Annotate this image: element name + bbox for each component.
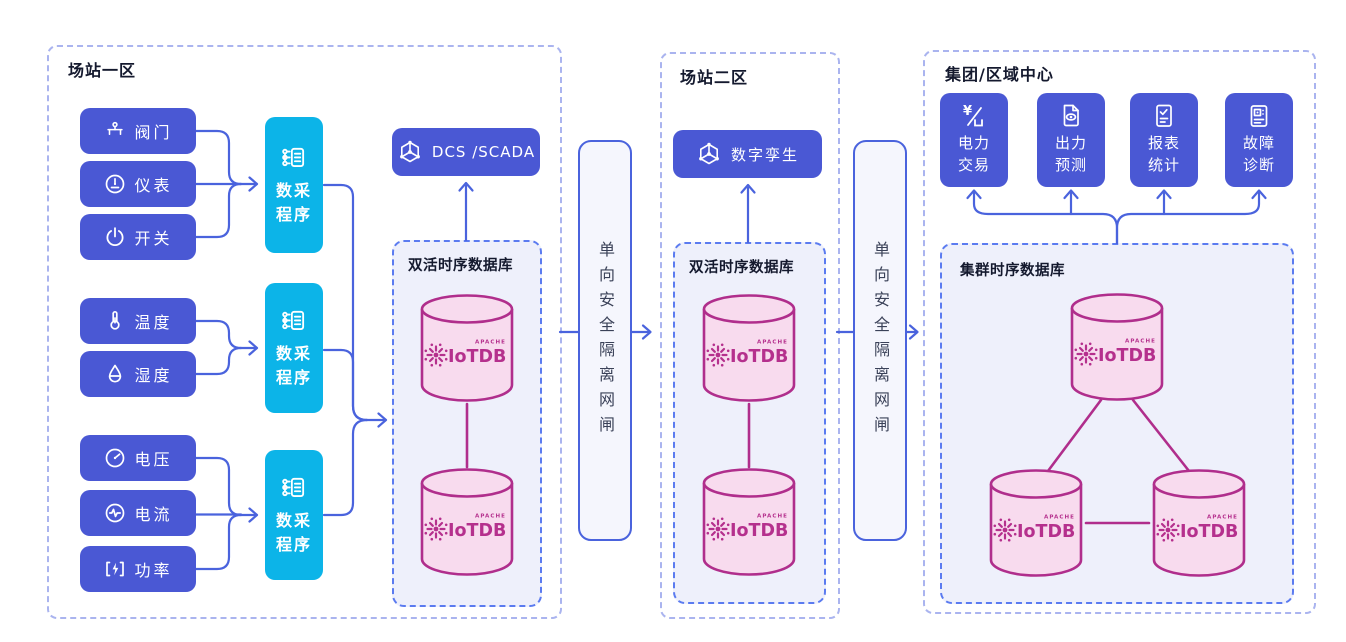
svg-text:APACHE: APACHE [757, 340, 788, 346]
app-power-trading: ¥ 电力交易 [940, 93, 1008, 187]
thermometer-icon [103, 309, 127, 333]
digital-twin-label: 数字孪生 [730, 145, 799, 164]
collector-label: 数采程序 [276, 510, 313, 554]
voltage-gauge-icon [103, 446, 127, 470]
fault-diagnosis-icon [1245, 102, 1273, 130]
svg-text:APACHE: APACHE [475, 340, 506, 346]
gateway-label: 单向安全隔离网闸 [871, 240, 890, 441]
iotdb-node: IoTDB APACHE [1151, 467, 1247, 583]
svg-text:IoTDB: IoTDB [448, 521, 506, 541]
iotdb-node: IoTDB APACHE [988, 467, 1084, 583]
sensor-voltage: 电压 [80, 435, 196, 481]
iotdb-logo: IoTDB APACHE [706, 514, 788, 541]
meter-gauge-icon [103, 172, 127, 196]
svg-text:APACHE: APACHE [757, 514, 788, 520]
app-report-statistics: 报表统计 [1130, 93, 1198, 187]
sensor-humidity: 湿度 [80, 351, 196, 397]
iotdb-node: IoTDB APACHE [419, 466, 515, 582]
currency-exchange-icon: ¥ [960, 102, 988, 130]
power-bolt-icon [103, 557, 127, 581]
current-wave-icon [103, 501, 127, 525]
database-cylinder: IoTDB APACHE [702, 294, 796, 402]
dcs-scada-label: DCS /SCADA [431, 143, 536, 161]
svg-text:IoTDB: IoTDB [448, 347, 506, 367]
iotdb-logo: IoTDB APACHE [706, 340, 788, 367]
collector-2: 数采程序 [265, 283, 323, 413]
iotdb-logo: IoTDB APACHE [424, 340, 506, 367]
svg-text:¥: ¥ [963, 104, 972, 119]
sensor-power: 功率 [80, 546, 196, 592]
database-cylinder: IoTDB APACHE [1152, 469, 1246, 577]
svg-text:APACHE: APACHE [475, 514, 506, 520]
collector-label: 数采程序 [276, 180, 313, 224]
zone1-title: 场站一区 [68, 61, 137, 80]
iotdb-node: IoTDB APACHE [419, 292, 515, 408]
database-cylinder: IoTDB APACHE [1070, 293, 1164, 401]
app-label: 报表统计 [1148, 134, 1181, 174]
iotdb-logo: IoTDB APACHE [1156, 515, 1238, 542]
sensor-label: 开关 [134, 229, 173, 248]
app-fault-diagnosis: 故障诊断 [1225, 93, 1293, 187]
valve-icon [103, 120, 127, 142]
report-checklist-icon [1150, 102, 1178, 130]
svg-text:IoTDB: IoTDB [730, 521, 788, 541]
iotdb-logo: IoTDB APACHE [1074, 339, 1156, 366]
data-collect-icon [280, 144, 308, 172]
sensor-label: 电流 [134, 505, 173, 524]
humidity-drop-icon [103, 362, 127, 386]
data-collect-icon [280, 307, 308, 335]
gateway-label: 单向安全隔离网闸 [596, 240, 615, 441]
iotdb-logo: IoTDB APACHE [424, 514, 506, 541]
security-gateway-2: 单向安全隔离网闸 [853, 140, 907, 541]
zone2-db-title: 双活时序数据库 [689, 260, 794, 276]
svg-text:IoTDB: IoTDB [730, 347, 788, 367]
power-switch-icon [103, 225, 127, 249]
svg-text:APACHE: APACHE [1207, 515, 1238, 521]
svg-text:APACHE: APACHE [1125, 339, 1156, 345]
dcs-scada-box: DCS /SCADA [392, 128, 540, 176]
app-label: 故障诊断 [1243, 134, 1276, 174]
iotdb-node: IoTDB APACHE [701, 292, 797, 408]
database-cylinder: IoTDB APACHE [702, 468, 796, 576]
svg-text:IoTDB: IoTDB [1098, 346, 1156, 366]
database-cylinder: IoTDB APACHE [989, 469, 1083, 577]
cluster-db-title: 集群时序数据库 [960, 263, 1065, 279]
iotdb-node: IoTDB APACHE [1069, 291, 1165, 407]
digital-twin-box: 数字孪生 [673, 130, 822, 178]
forecast-document-eye-icon [1057, 102, 1085, 130]
database-cylinder: IoTDB APACHE [420, 294, 514, 402]
sensor-label: 湿度 [134, 366, 173, 385]
network-hex-icon [696, 141, 722, 167]
app-label: 出力预测 [1055, 134, 1088, 174]
sensor-valve: 阀门 [80, 108, 196, 154]
security-gateway-1: 单向安全隔离网闸 [578, 140, 632, 541]
data-collect-icon [280, 474, 308, 502]
app-label: 电力交易 [958, 134, 991, 174]
zone1-db-title: 双活时序数据库 [408, 258, 513, 274]
sensor-meter: 仪表 [80, 161, 196, 207]
sensor-switch: 开关 [80, 214, 196, 260]
svg-text:IoTDB: IoTDB [1017, 522, 1075, 542]
sensor-label: 电压 [134, 450, 173, 469]
center-title: 集团/区域中心 [945, 65, 1054, 84]
sensor-current: 电流 [80, 490, 196, 536]
iotdb-node: IoTDB APACHE [701, 466, 797, 582]
collector-label: 数采程序 [276, 343, 313, 387]
zone2-title: 场站二区 [680, 68, 749, 87]
sensor-label: 温度 [134, 313, 173, 332]
svg-text:APACHE: APACHE [1044, 515, 1075, 521]
sensor-label: 功率 [134, 561, 173, 580]
app-output-forecast: 出力预测 [1037, 93, 1105, 187]
network-hex-icon [397, 139, 423, 165]
sensor-temperature: 温度 [80, 298, 196, 344]
collector-1: 数采程序 [265, 117, 323, 253]
collector-3: 数采程序 [265, 450, 323, 580]
iotdb-logo: IoTDB APACHE [993, 515, 1075, 542]
database-cylinder: IoTDB APACHE [420, 468, 514, 576]
sensor-label: 阀门 [134, 123, 173, 142]
svg-text:IoTDB: IoTDB [1180, 522, 1238, 542]
sensor-label: 仪表 [134, 176, 173, 195]
